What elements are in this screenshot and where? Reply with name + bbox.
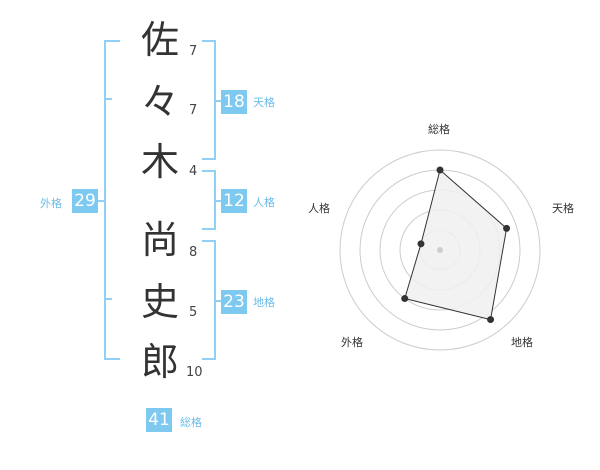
name-char-5: 史 [140,280,179,324]
stroke-count-6: 10 [186,365,203,380]
gaikaku-bracket-tick [104,98,112,100]
jinkaku-value: 12 [221,189,247,213]
soukaku-value: 41 [146,408,172,432]
radar-point-3 [401,295,409,303]
radar-point-0 [436,166,444,174]
name-char-3: 木 [140,140,179,184]
radar-point-4 [417,240,425,248]
name-char-6: 郎 [140,340,179,384]
soukaku-label: 総格 [180,416,202,429]
radar-axis-label-soukaku: 総格 [428,123,450,136]
tenkaku-label: 天格 [253,96,275,109]
gaikaku-value: 29 [72,189,98,213]
stroke-count-4: 8 [189,245,198,260]
radar-center-dot [437,247,443,253]
stroke-count-1: 7 [189,44,198,59]
chikaku-label: 地格 [253,296,275,309]
radar-point-1 [503,224,511,232]
jinkaku-label: 人格 [253,196,275,209]
radar-axis-label-gaikaku: 外格 [341,336,363,349]
radar-axis-label-tenkaku: 天格 [552,202,574,215]
gaikaku-bracket-tick [104,298,112,300]
chikaku-bracket-connector [214,300,222,302]
radar-axis-label-jinkaku: 人格 [308,202,330,215]
gaikaku-label: 外格 [40,197,62,210]
jinkaku-bracket-connector [214,200,222,202]
name-char-1: 佐 [140,18,179,62]
tenkaku-value: 18 [221,90,247,114]
stroke-count-2: 7 [189,103,198,118]
tenkaku-bracket-connector [214,100,222,102]
chikaku-value: 23 [221,290,247,314]
radar-axis-label-chikaku: 地格 [511,336,533,349]
name-char-4: 尚 [140,218,179,262]
stroke-count-5: 5 [189,305,198,320]
radar-ring [339,149,541,351]
gaikaku-bracket-connector [98,200,106,202]
radar-point-2 [487,316,495,324]
radar-value-polygon [404,169,508,321]
name-char-2: 々 [140,80,179,124]
stroke-count-3: 4 [189,164,198,179]
